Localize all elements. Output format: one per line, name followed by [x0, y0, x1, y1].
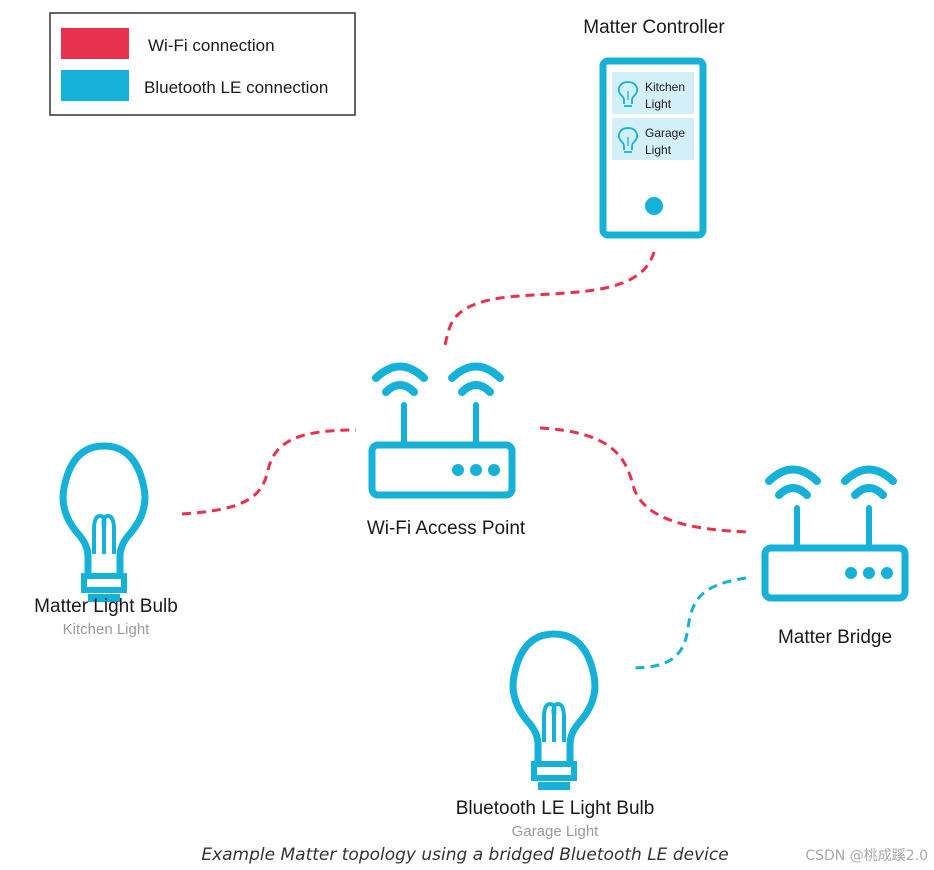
matter-bridge[interactable]: Matter Bridge	[765, 470, 905, 649]
lightbulb-icon	[513, 634, 595, 790]
wifi-link-controller-ap	[443, 251, 656, 346]
lightbulb-icon	[63, 446, 145, 602]
controller-item-line2: Light	[645, 97, 672, 111]
router-icon	[372, 367, 512, 496]
matter-controller[interactable]: Matter Controller Kitchen Light Garage L…	[583, 17, 725, 239]
legend-wifi-label: Wi-Fi connection	[148, 36, 275, 55]
light-bulb-label: Matter Light Bulb	[34, 596, 178, 617]
connections	[181, 251, 751, 670]
legend-wifi-swatch	[61, 28, 129, 59]
controller-item-garage[interactable]: Garage Light	[612, 118, 694, 160]
controller-item-bg	[612, 118, 694, 160]
ble-bulb-label: Bluetooth LE Light Bulb	[456, 798, 655, 819]
controller-title: Matter Controller	[583, 17, 725, 38]
matter-light-bulb[interactable]: Matter Light Bulb Kitchen Light	[34, 446, 178, 638]
ble-bulb-sublabel: Garage Light	[512, 823, 600, 840]
bridge-label: Matter Bridge	[778, 627, 892, 648]
wifi-link-bulb-ap	[181, 428, 357, 516]
ble-link-bridge-bulb	[629, 576, 747, 670]
legend-ble-label: Bluetooth LE connection	[144, 78, 328, 97]
diagram-caption: Example Matter topology using a bridged …	[201, 845, 728, 865]
controller-item-bg	[612, 72, 694, 114]
legend: Wi-Fi connection Bluetooth LE connection	[49, 12, 356, 116]
light-bulb-sublabel: Kitchen Light	[63, 621, 151, 638]
phone-home-button[interactable]	[645, 197, 663, 215]
controller-item-line2: Light	[645, 143, 672, 157]
controller-item-kitchen[interactable]: Kitchen Light	[612, 72, 694, 114]
router-icon	[765, 470, 905, 599]
watermark: CSDN @桃成蹊2.0	[805, 848, 928, 864]
wifi-link-ap-bridge	[539, 426, 751, 534]
controller-item-line1: Kitchen	[645, 80, 685, 94]
controller-item-line1: Garage	[645, 126, 685, 140]
legend-ble-swatch	[61, 70, 129, 101]
ble-light-bulb[interactable]: Bluetooth LE Light Bulb Garage Light	[456, 634, 655, 840]
wifi-access-point[interactable]: Wi-Fi Access Point	[367, 367, 526, 540]
access-point-label: Wi-Fi Access Point	[367, 518, 526, 539]
